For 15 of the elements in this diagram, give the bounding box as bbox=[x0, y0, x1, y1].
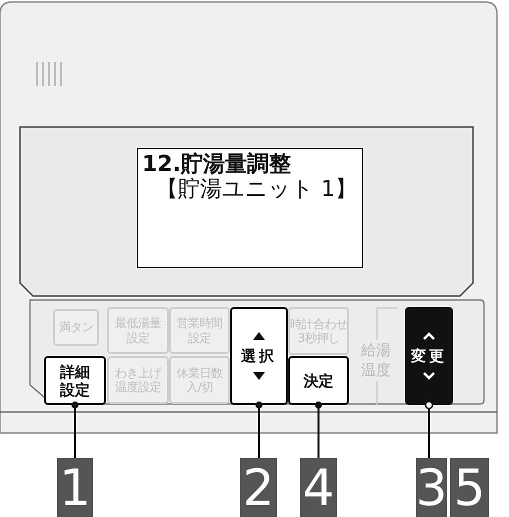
detail-settings-button: 詳細設定 bbox=[44, 356, 106, 405]
change-button: 変更 bbox=[405, 307, 453, 405]
callout-number: 1 bbox=[57, 458, 93, 517]
confirm-button: 決定 bbox=[288, 356, 349, 405]
leader-line bbox=[72, 402, 78, 458]
callout-number: 3 bbox=[416, 458, 447, 517]
callout-number: 5 bbox=[450, 458, 489, 517]
callout-number: 2 bbox=[240, 458, 277, 517]
display-text: 【貯湯ユニット 1】 bbox=[156, 179, 357, 201]
select-button: 選択 bbox=[230, 307, 288, 405]
callout-number: 4 bbox=[300, 458, 337, 517]
leader-line bbox=[256, 402, 262, 458]
display-text: 12.貯湯量調整 bbox=[142, 154, 291, 176]
lcd-screen bbox=[137, 148, 363, 268]
leader-line bbox=[315, 402, 322, 458]
